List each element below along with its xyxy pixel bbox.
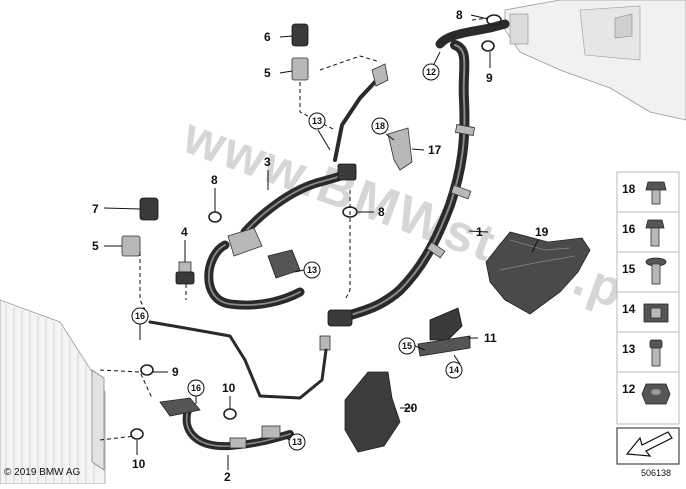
circled-callout-13b: 13 (303, 261, 321, 279)
bolt-13-icon (649, 339, 663, 367)
circled-callout-13c: 13 (288, 433, 306, 451)
circled-callout-18: 18 (371, 117, 389, 135)
circled-callout-15: 15 (398, 337, 416, 355)
legend-item-12: 12 (622, 382, 636, 396)
circled-callout-16a: 16 (131, 307, 149, 325)
pressure-sensor-4 (175, 261, 195, 285)
circled-callout-13a: 13 (308, 112, 326, 130)
callout-2: 2 (224, 470, 231, 484)
copyright-notice: © 2019 BMW AG (4, 467, 81, 478)
svg-text:12: 12 (426, 67, 436, 77)
callout-3: 3 (264, 155, 271, 169)
callout-19: 19 (535, 225, 549, 239)
callout-5b: 5 (92, 239, 99, 253)
legend-item-13: 13 (622, 342, 636, 356)
clip-nut-14-icon (643, 303, 669, 323)
svg-text:13: 13 (312, 116, 322, 126)
assembly-lines (99, 17, 489, 441)
svg-text:15: 15 (402, 341, 412, 351)
nut-12-icon (641, 383, 671, 405)
svg-text:14: 14 (449, 365, 459, 375)
callout-6: 6 (264, 30, 271, 44)
valve-cap-7 (121, 197, 159, 257)
bracket-11 (417, 307, 471, 357)
circled-callout-12: 12 (422, 63, 440, 81)
hose-3 (204, 63, 389, 310)
svg-text:16: 16 (135, 311, 145, 321)
leader-lines (103, 14, 539, 470)
svg-text:18: 18 (375, 121, 385, 131)
valve-cap-6 (291, 23, 309, 81)
svg-text:13: 13 (307, 265, 317, 275)
condenser (0, 299, 106, 485)
legend-item-15: 15 (622, 262, 636, 276)
bolt-18-icon (645, 181, 667, 205)
callout-10a: 10 (222, 381, 236, 395)
arrow-down-left-icon (625, 431, 673, 457)
callout-1: 1 (476, 225, 483, 239)
svg-text:13: 13 (292, 437, 302, 447)
hose-2 (148, 320, 328, 451)
evaporator-housing (504, 0, 686, 121)
next-page-arrow[interactable] (616, 427, 680, 465)
document-number: 506138 (641, 468, 672, 478)
callout-8c: 8 (378, 205, 385, 219)
watermark: www.BMWstore.pl (175, 106, 648, 326)
bolt-16-icon (645, 219, 665, 247)
legend-item-14: 14 (622, 302, 636, 316)
callout-8a: 8 (456, 8, 463, 22)
callout-5a: 5 (264, 66, 271, 80)
fastener-legend: 18 16 15 14 13 12 (616, 171, 680, 425)
svg-text:16: 16 (191, 383, 201, 393)
legend-item-18: 18 (622, 182, 636, 196)
callout-11: 11 (484, 331, 497, 345)
callout-7: 7 (92, 202, 99, 216)
callout-20: 20 (404, 401, 418, 415)
legend-frame (616, 171, 680, 425)
callout-9a: 9 (486, 71, 493, 85)
hose-1 (319, 19, 510, 351)
callout-10b: 10 (132, 457, 146, 471)
bolt-15-icon (645, 257, 667, 285)
heat-shield-19 (485, 231, 591, 315)
callout-17: 17 (428, 143, 442, 157)
legend-item-16: 16 (622, 222, 636, 236)
callout-4: 4 (181, 225, 188, 239)
callout-8b: 8 (211, 173, 218, 187)
shield-20 (344, 371, 401, 453)
circled-callout-14: 14 (445, 361, 463, 379)
circled-callout-16b: 16 (187, 379, 205, 397)
bracket-17 (387, 127, 413, 171)
callout-9b: 9 (172, 365, 179, 379)
